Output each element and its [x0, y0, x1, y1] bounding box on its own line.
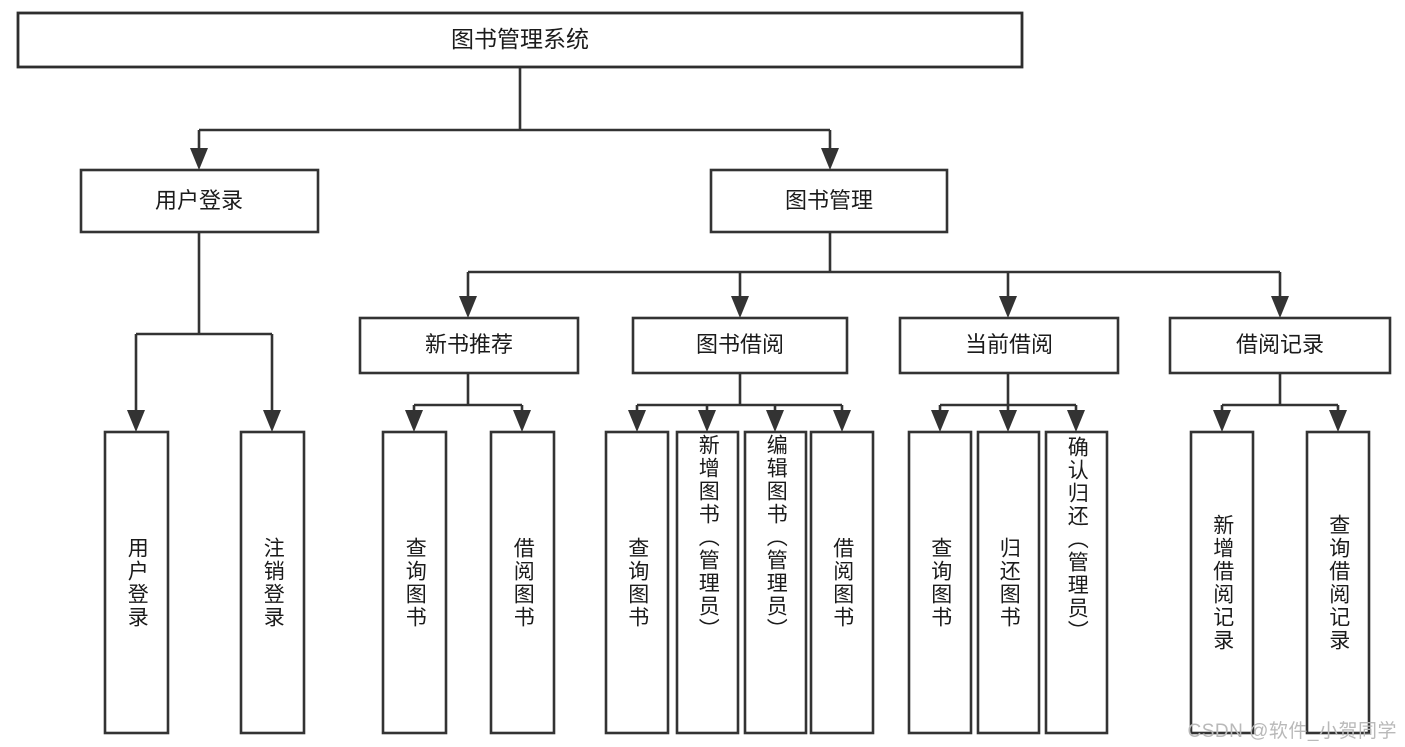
leaf-box-record-1[interactable] — [1189, 430, 1255, 735]
leaf-box-current-1[interactable] — [907, 430, 973, 735]
arrow-bookmgmt-c3 — [999, 296, 1017, 318]
arrow-bookmgmt-c2 — [731, 296, 749, 318]
leaf-box-borrow-2[interactable] — [675, 430, 740, 735]
arrow-newbook-l2 — [513, 410, 531, 432]
arrow-record-l1 — [1213, 410, 1231, 432]
node-book-borrow-box[interactable] — [631, 316, 849, 375]
arrow-login-leaf1 — [127, 410, 145, 432]
node-borrow-record[interactable]: 借阅记录 — [1168, 316, 1392, 375]
node-book-management[interactable]: 图书管理 — [709, 168, 949, 234]
arrow-bookmgmt-c4 — [1271, 296, 1289, 318]
leaf-box-borrow-1[interactable] — [604, 430, 670, 735]
arrow-login-leaf2 — [263, 410, 281, 432]
node-book-borrow[interactable]: 图书借阅 — [631, 316, 849, 375]
leaf-box-current-2[interactable] — [976, 430, 1041, 735]
arrow-record-l2 — [1329, 410, 1347, 432]
leaf-box-user-login-1[interactable] — [103, 430, 170, 735]
arrow-borrow-l3 — [766, 410, 784, 432]
leaf-box-record-2[interactable] — [1305, 430, 1371, 735]
arrow-root-to-login — [190, 148, 208, 170]
node-user-login-box[interactable] — [79, 168, 320, 234]
arrow-current-l1 — [931, 410, 949, 432]
node-current-borrow-box[interactable] — [898, 316, 1120, 375]
arrow-borrow-l2 — [698, 410, 716, 432]
leaf-box-borrow-4[interactable] — [809, 430, 875, 735]
arrow-bookmgmt-c1 — [459, 296, 477, 318]
arrow-borrow-l1 — [628, 410, 646, 432]
node-current-borrow[interactable]: 当前借阅 — [898, 316, 1120, 375]
leaf-boxes-layer — [103, 430, 1371, 735]
node-user-login-label: 用户登录 — [155, 188, 243, 213]
arrow-newbook-l1 — [405, 410, 423, 432]
node-book-management-box[interactable] — [709, 168, 949, 234]
connector-layer — [127, 67, 1347, 432]
leaf-box-current-3[interactable] — [1044, 430, 1109, 735]
node-current-borrow-label: 当前借阅 — [965, 332, 1053, 357]
node-root-label: 图书管理系统 — [451, 26, 589, 52]
arrow-current-l3 — [1067, 410, 1085, 432]
arrow-root-to-bookmgmt — [821, 148, 839, 170]
arrow-borrow-l4 — [833, 410, 851, 432]
leaf-box-user-login-2[interactable] — [239, 430, 306, 735]
arrow-current-l2 — [999, 410, 1017, 432]
node-book-management-label: 图书管理 — [785, 188, 873, 213]
leaf-box-borrow-3[interactable] — [743, 430, 808, 735]
leaf-box-newbook-1[interactable] — [381, 430, 448, 735]
node-new-book-recommend-box[interactable] — [358, 316, 580, 375]
node-new-book-recommend[interactable]: 新书推荐 — [358, 316, 580, 375]
node-borrow-record-box[interactable] — [1168, 316, 1392, 375]
node-new-book-recommend-label: 新书推荐 — [425, 332, 513, 357]
node-root[interactable]: 图书管理系统 — [16, 11, 1024, 69]
node-root-box[interactable] — [16, 11, 1024, 69]
node-user-login[interactable]: 用户登录 — [79, 168, 320, 234]
leaf-box-newbook-2[interactable] — [489, 430, 556, 735]
node-borrow-record-label: 借阅记录 — [1236, 332, 1324, 357]
node-book-borrow-label: 图书借阅 — [696, 332, 784, 357]
